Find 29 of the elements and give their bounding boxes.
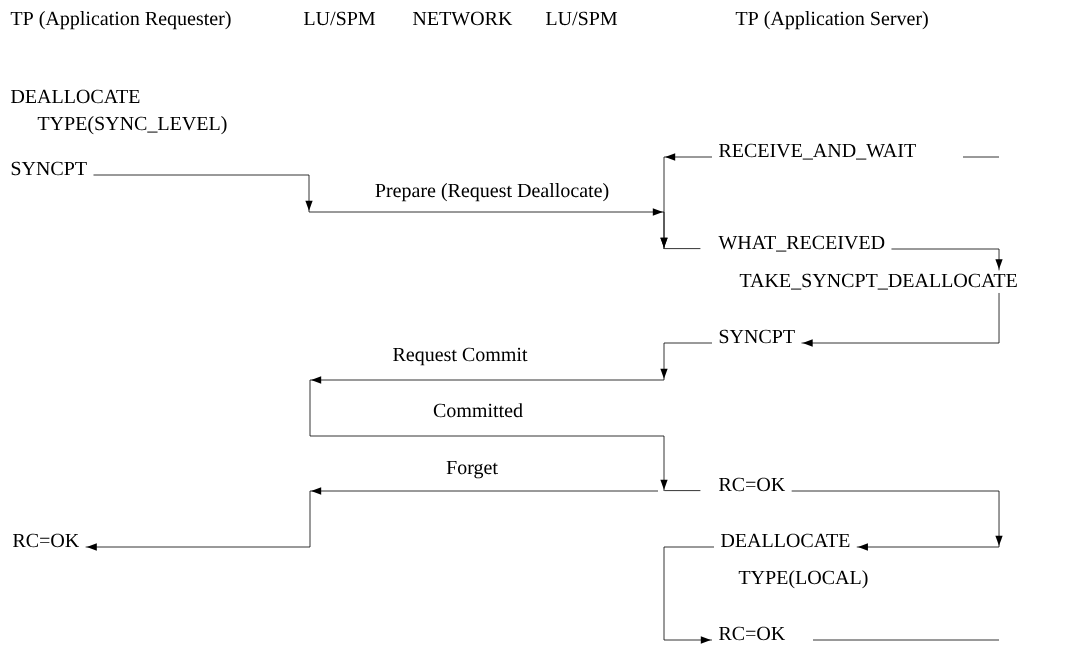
flow-arrow xyxy=(309,379,668,492)
flow-label: Prepare (Request Deallocate) xyxy=(373,182,611,203)
flow-arrow xyxy=(663,546,715,644)
flow-arrow xyxy=(801,292,1000,347)
flow-arrow xyxy=(85,487,659,551)
verb-text: RECEIVE_AND_WAIT xyxy=(719,143,916,160)
column-heading: LU/SPM xyxy=(304,11,376,26)
verb-text: RC=OK xyxy=(664,477,786,492)
verb-text: TYPE(LOCAL) xyxy=(738,570,868,589)
verb-text: DEALLOCATE xyxy=(11,89,140,104)
verb-text: TYPE(SYNC_LEVEL) xyxy=(37,116,227,135)
verb-text: SYNCPT xyxy=(11,161,87,176)
verb-text: DEALLOCATE xyxy=(721,533,850,548)
flow-arrow xyxy=(309,342,713,384)
flow-arrow xyxy=(891,248,1003,271)
verb-text: RC=OK xyxy=(719,626,786,641)
flow-label: Committed xyxy=(432,402,524,419)
verb-text: WHAT_RECEIVED xyxy=(664,235,885,252)
verb-text: TAKE_SYNCPT_DEALLOCATE xyxy=(739,273,1017,290)
verb-text: RC=OK xyxy=(13,533,80,548)
flow-arrow xyxy=(791,490,1003,551)
flow-label: Request Commit xyxy=(391,346,529,367)
column-heading: LU/SPM xyxy=(546,11,618,26)
flow-arrow xyxy=(660,153,713,250)
column-heading: NETWORK xyxy=(413,11,513,26)
flow-label: Forget xyxy=(445,459,499,480)
column-heading: TP (Application Server) xyxy=(735,11,928,30)
column-heading: TP (Application Requester) xyxy=(10,11,231,30)
verb-text: SYNCPT xyxy=(719,329,795,344)
